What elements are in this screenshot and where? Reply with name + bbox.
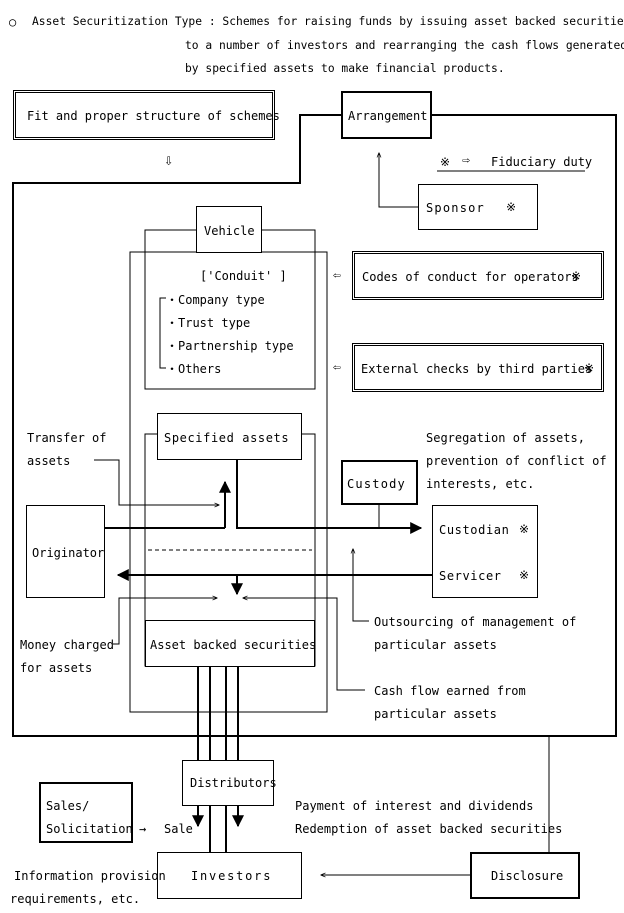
outsourcing-label-2: particular assets — [374, 638, 497, 652]
sale-arrow-icon: → — [139, 822, 147, 836]
sale-label: Sale — [164, 822, 193, 836]
sponsor-box — [418, 184, 538, 230]
outer-frame — [12, 114, 617, 737]
header-line-3: by specified assets to make financial pr… — [185, 62, 505, 75]
transfer-label-1: Transfer of — [27, 431, 107, 445]
pointer-money — [113, 598, 217, 645]
vehicle-box — [196, 206, 262, 253]
custody-label: Custody — [347, 477, 406, 491]
disclosure-label: Disclosure — [491, 869, 564, 883]
transfer-label-2: assets — [27, 454, 71, 468]
specified-assets-label: Specified assets — [164, 431, 290, 445]
conduit-label: ['Conduit' ] — [200, 269, 287, 283]
hollow-left-arrow-icon: ⇦ — [333, 360, 341, 375]
hollow-down-arrow-icon: ⇩ — [164, 151, 174, 169]
investors-label: Investors — [191, 869, 273, 883]
vehicle-label: Vehicle — [204, 224, 255, 238]
codes-of-conduct-label: Codes of conduct for operators — [362, 270, 579, 284]
originator-box — [26, 505, 105, 598]
conduit-type-company: ・Company type — [166, 293, 265, 307]
money-charged-label-2: for assets — [20, 661, 93, 675]
sales-solicitation-box — [39, 782, 133, 843]
fiduciary-duty-label: Fiduciary duty — [491, 155, 593, 169]
header-bullet: ○ — [9, 15, 17, 29]
cash-flow-label-1: Cash flow earned from — [374, 684, 526, 698]
fit-proper-label: Fit and proper structure of schemes — [27, 109, 280, 123]
investors-box — [157, 852, 302, 899]
codes-of-conduct-box — [352, 251, 604, 300]
fiduciary-asterisk-icon: ※ — [440, 155, 451, 169]
specified-assets-box — [157, 413, 302, 460]
disclosure-box — [470, 852, 580, 899]
conduit-type-partnership: ・Partnership type — [166, 339, 294, 353]
servicer-label: Servicer — [439, 569, 502, 583]
hollow-right-arrow-icon: ⇨ — [462, 153, 470, 168]
hollow-left-arrow-icon: ⇦ — [333, 268, 341, 283]
money-charged-label-1: Money charged — [20, 638, 114, 652]
conduit-type-trust: ・Trust type — [166, 316, 251, 330]
custodian-label: Custodian — [439, 523, 510, 537]
cash-flow-label-2: particular assets — [374, 707, 497, 721]
custodian-asterisk-icon: ※ — [519, 522, 530, 536]
fit-proper-box — [13, 90, 275, 140]
outsourcing-label-1: Outsourcing of management of — [374, 615, 577, 629]
arrangement-label: Arrangement — [348, 109, 428, 123]
segregation-label-3: interests, etc. — [426, 477, 535, 491]
abs-box — [145, 620, 315, 667]
external-checks-label: External checks by third parties — [361, 362, 593, 376]
codes-asterisk-icon: ※ — [571, 269, 582, 283]
external-asterisk-icon: ※ — [584, 361, 595, 375]
pointer-transfer — [94, 459, 219, 505]
pointer-outsourcing — [353, 549, 369, 622]
info-provision-label-2: requirements, etc. — [10, 892, 141, 906]
info-provision-label-1: Information provision — [14, 869, 166, 883]
sponsor-label: Sponsor — [426, 201, 485, 215]
segregation-label-2: prevention of conflict of — [426, 454, 607, 468]
header-line-1: Asset Securitization Type : Schemes for … — [32, 15, 624, 28]
arrangement-box — [341, 91, 432, 139]
sponsor-asterisk-icon: ※ — [506, 200, 517, 214]
abs-label: Asset backed securities — [150, 638, 317, 652]
conduit-type-others: ・Others — [166, 362, 222, 376]
pointer-cash-flow — [243, 598, 365, 691]
header-line-2: to a number of investors and rearranging… — [185, 39, 624, 52]
custody-box — [341, 460, 418, 505]
sponsor-arrow — [379, 153, 418, 208]
sales-label-2: Solicitation — [46, 822, 133, 836]
payment-label-1: Payment of interest and dividends — [295, 799, 534, 813]
conduit-bracket — [159, 297, 166, 369]
custodian-servicer-box — [432, 505, 538, 598]
sales-label-1: Sales/ — [46, 799, 90, 813]
payment-label-2: Redemption of asset backed securities — [295, 822, 563, 836]
distributors-box — [182, 760, 274, 806]
external-checks-box — [352, 343, 604, 392]
segregation-label-1: Segregation of assets, — [426, 431, 585, 445]
flow-assets-to-custodian — [236, 459, 423, 534]
distributors-label: Distributors — [190, 776, 277, 790]
servicer-asterisk-icon: ※ — [519, 568, 530, 582]
originator-label: Originator — [32, 546, 105, 560]
